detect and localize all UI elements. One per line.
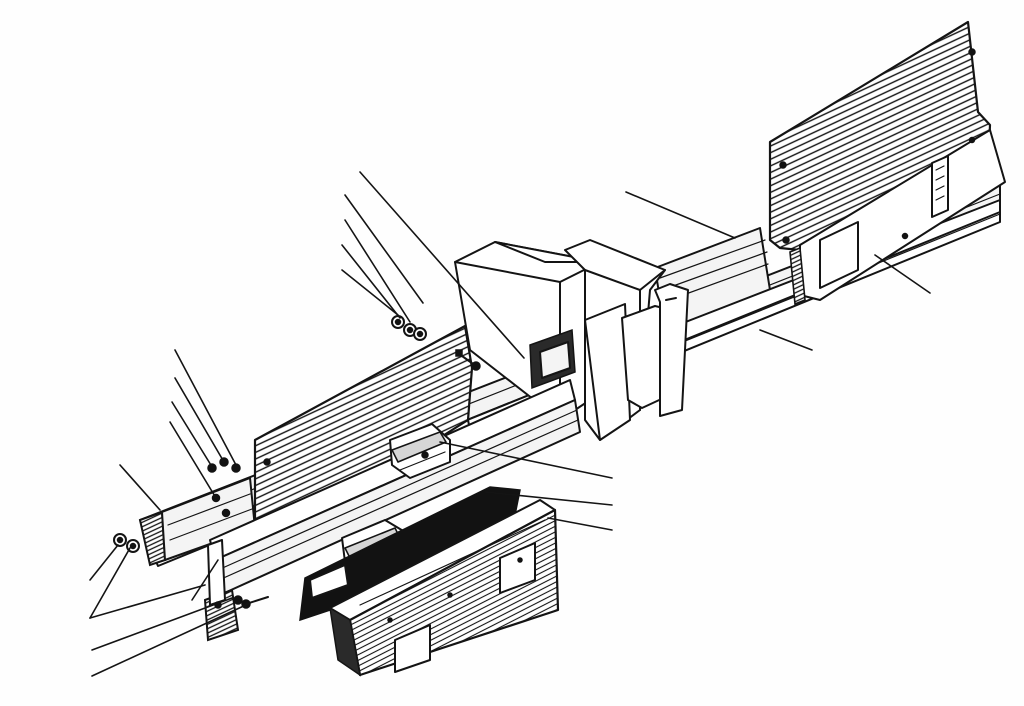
leader-line xyxy=(191,559,219,601)
leader-line xyxy=(344,219,411,323)
leader-line xyxy=(174,349,237,466)
leader-line xyxy=(625,191,736,239)
right-hatched-panel xyxy=(768,20,1006,306)
leader-line xyxy=(119,464,161,511)
leader-line xyxy=(874,254,931,294)
leader-line xyxy=(359,171,525,359)
leader-line xyxy=(341,269,399,316)
dark-gasket xyxy=(299,486,521,622)
clamp-block-upper xyxy=(389,423,451,479)
leader-line xyxy=(484,491,613,506)
leader-line xyxy=(759,329,813,351)
leader-line xyxy=(89,547,131,619)
front-channel xyxy=(203,379,581,642)
leader-line xyxy=(341,244,401,319)
leader-line xyxy=(547,517,613,531)
leader-line xyxy=(91,603,249,677)
bottom-ribbed-box xyxy=(329,499,560,677)
center-boxes xyxy=(454,239,689,441)
leader-line xyxy=(91,597,233,651)
leader-line xyxy=(89,584,206,619)
leader-lines xyxy=(89,171,931,677)
leader-line xyxy=(439,441,613,479)
leader-line xyxy=(344,194,424,304)
leader-line xyxy=(89,544,119,581)
leader-line xyxy=(169,421,217,499)
leader-line xyxy=(171,401,215,471)
fasteners xyxy=(113,315,481,553)
leader-line xyxy=(174,377,225,463)
